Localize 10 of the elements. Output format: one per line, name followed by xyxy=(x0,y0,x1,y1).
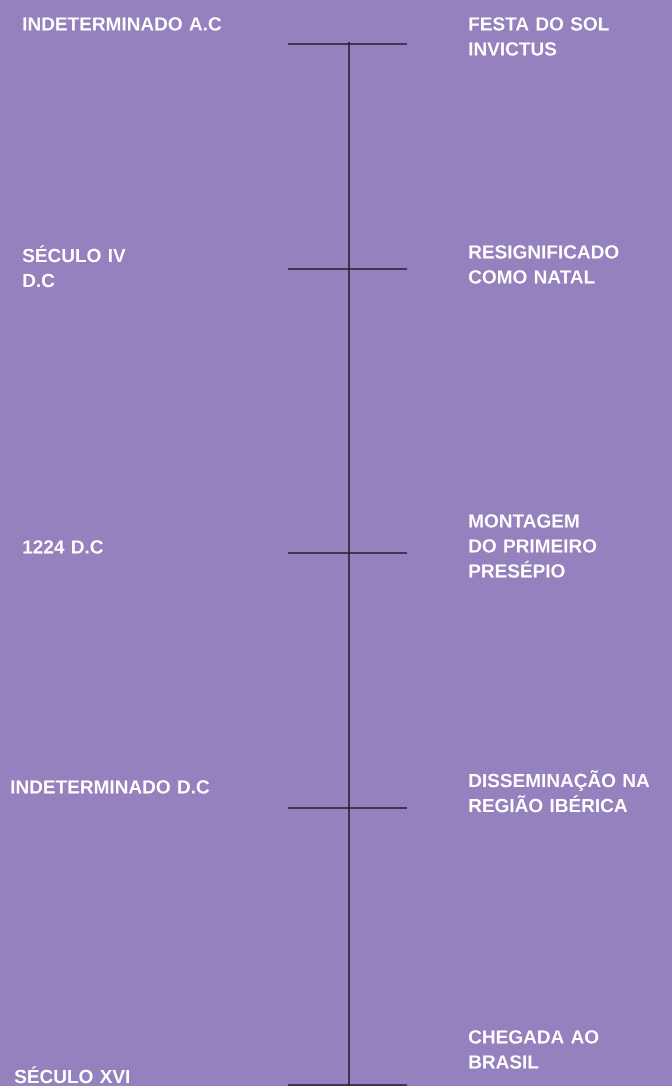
event-label: CHEGADA AO BRASIL xyxy=(469,1030,599,1069)
date-label: INDETERMINADO A.C xyxy=(23,17,222,31)
date-label: INDETERMINADO D.C xyxy=(11,780,210,794)
event-label: MONTAGEM DO PRIMEIRO PRESÉPIO xyxy=(469,514,597,578)
event-label: FESTA DO SOL INVICTUS xyxy=(469,17,609,56)
event-label: RESIGNIFICADO COMO NATAL xyxy=(469,245,619,284)
event-label: DISSEMINAÇÃO NA REGIÃO IBÉRICA xyxy=(469,770,650,813)
date-label: 1224 D.C xyxy=(23,540,103,554)
date-label: SÉCULO XVI xyxy=(14,1066,130,1084)
date-label: SÉCULO IV D.C xyxy=(22,245,126,288)
